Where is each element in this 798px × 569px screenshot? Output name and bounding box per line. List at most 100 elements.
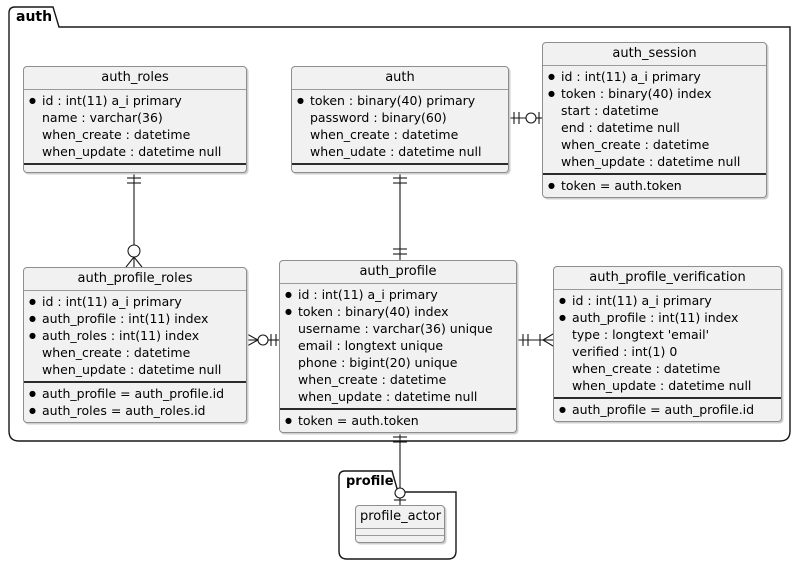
key-bullet-icon: ● bbox=[29, 331, 36, 340]
field-text: id : int(11) a_i primary bbox=[298, 287, 438, 302]
field-row: when_create : datetime bbox=[29, 344, 241, 361]
field-text: token = auth.token bbox=[561, 178, 682, 193]
field-text: token = auth.token bbox=[298, 413, 419, 428]
relationship-auth-auth_profile bbox=[393, 173, 407, 260]
key-bullet-icon: ● bbox=[548, 181, 555, 190]
relationship-auth_profile-auth_profile_verification bbox=[517, 333, 554, 347]
relationship-auth-auth_session bbox=[509, 112, 542, 124]
field-row: when_create : datetime bbox=[285, 371, 511, 388]
key-bullet-icon: ● bbox=[548, 72, 555, 81]
table-constraints: ●auth_profile = auth_profile.id bbox=[554, 397, 781, 421]
table-fields: ●id : int(11) a_i primary●token : binary… bbox=[280, 284, 516, 408]
table-profile_actor: profile_actor bbox=[355, 505, 445, 543]
field-row: when_udate : datetime null bbox=[297, 143, 503, 160]
table-auth_profile_roles: auth_profile_roles ●id : int(11) a_i pri… bbox=[23, 267, 247, 423]
field-text: when_create : datetime bbox=[561, 137, 710, 152]
table-auth_session: auth_session ● id : int(11) a_i primary ● t… bbox=[542, 42, 767, 198]
field-text: auth_profile = auth_profile.id bbox=[42, 386, 225, 401]
field-text: auth_roles = auth_roles.id bbox=[42, 403, 206, 418]
field-row: verified : int(1) 0 bbox=[559, 343, 776, 360]
field-text: auth_profile : int(11) index bbox=[42, 311, 209, 326]
crow-foot-icon bbox=[246, 339, 259, 347]
table-title: profile_actor bbox=[356, 506, 444, 529]
field-text: when_create : datetime bbox=[310, 127, 459, 142]
field-text: when_update : datetime null bbox=[572, 378, 752, 393]
key-bullet-icon: ● bbox=[559, 405, 566, 414]
field-text: email : longtext unique bbox=[298, 338, 444, 353]
field-row: when_create : datetime bbox=[548, 136, 761, 153]
field-text: username : varchar(36) unique bbox=[298, 321, 493, 336]
table-fields: ● id : int(11) a_i primary ● token : binary… bbox=[543, 66, 766, 173]
table-constraints: ● token = auth.token bbox=[280, 408, 516, 432]
field-text: name : varchar(36) bbox=[42, 110, 163, 125]
relationship-auth_profile_roles-auth_profile bbox=[246, 333, 279, 347]
table-fields: ● id : int(11) a_i primary ● auth_profile :… bbox=[24, 291, 246, 381]
relationship-auth_roles-auth_profile_roles bbox=[125, 173, 143, 268]
crow-foot-icon bbox=[133, 256, 143, 268]
field-text: when_update : datetime null bbox=[42, 144, 222, 159]
field-text: end : datetime null bbox=[561, 120, 680, 135]
field-row: when_update : datetime null bbox=[29, 361, 241, 378]
field-text: when_create : datetime bbox=[42, 127, 191, 142]
field-text: token : binary(40) index bbox=[298, 304, 449, 319]
field-row: ● id : int(11) a_i primary bbox=[548, 68, 761, 85]
field-row: when_create : datetime bbox=[29, 126, 241, 143]
table-constraints: ● token = auth.token bbox=[543, 173, 766, 197]
field-text: when_create : datetime bbox=[298, 372, 447, 387]
field-text: phone : bigint(20) unique bbox=[298, 355, 458, 370]
field-text: password : binary(60) bbox=[310, 110, 447, 125]
field-row: email : longtext unique bbox=[285, 337, 511, 354]
key-bullet-icon: ● bbox=[285, 290, 292, 299]
field-row: when_update : datetime null bbox=[285, 388, 511, 405]
field-row: ● auth_profile : int(11) index bbox=[29, 310, 241, 327]
table-title: auth_session bbox=[543, 43, 766, 66]
relationship-auth_profile-profile_actor bbox=[393, 432, 407, 505]
zero-circle-icon bbox=[127, 244, 141, 258]
field-row: when_create : datetime bbox=[559, 360, 776, 377]
auth-frame-label: auth bbox=[16, 9, 53, 25]
field-text: verified : int(1) 0 bbox=[572, 344, 678, 359]
crow-foot-icon bbox=[542, 339, 554, 347]
field-row: ●id : int(11) a_i primary bbox=[29, 92, 241, 109]
field-text: auth_profile : int(11) index bbox=[572, 310, 739, 325]
field-row: ●token : binary(40) primary bbox=[297, 92, 503, 109]
profile-frame-border bbox=[338, 470, 457, 560]
table-title: auth bbox=[292, 67, 508, 90]
field-row: username : varchar(36) unique bbox=[285, 320, 511, 337]
key-bullet-icon: ● bbox=[29, 297, 36, 306]
field-text: when_update : datetime null bbox=[42, 362, 222, 377]
zero-circle-icon bbox=[525, 112, 537, 124]
key-bullet-icon: ● bbox=[285, 416, 292, 425]
field-row: password : binary(60) bbox=[297, 109, 503, 126]
key-bullet-icon: ● bbox=[548, 89, 555, 98]
field-row: ●auth_profile : int(11) index bbox=[559, 309, 776, 326]
key-bullet-icon: ● bbox=[559, 296, 566, 305]
field-text: token : binary(40) index bbox=[561, 86, 712, 101]
field-text: id : int(11) a_i primary bbox=[561, 69, 701, 84]
field-text: id : int(11) a_i primary bbox=[42, 93, 182, 108]
field-row: start : datetime bbox=[548, 102, 761, 119]
field-text: id : int(11) a_i primary bbox=[42, 294, 182, 309]
crow-foot-icon bbox=[542, 333, 554, 341]
field-row: name : varchar(36) bbox=[29, 109, 241, 126]
field-row: when_create : datetime bbox=[297, 126, 503, 143]
table-constraints bbox=[292, 163, 508, 172]
key-bullet-icon: ● bbox=[29, 406, 36, 415]
field-text: start : datetime bbox=[561, 103, 659, 118]
field-row: ●id : int(11) a_i primary bbox=[559, 292, 776, 309]
table-title: auth_profile_verification bbox=[554, 267, 781, 290]
field-row: ●auth_roles : int(11) index bbox=[29, 327, 241, 344]
zero-circle-icon bbox=[257, 334, 269, 346]
field-row: phone : bigint(20) unique bbox=[285, 354, 511, 371]
table-title: auth_profile bbox=[280, 261, 516, 284]
field-row: ● token = auth.token bbox=[548, 177, 761, 194]
table-auth_profile: auth_profile ● id : int(11) a_i primary ● t… bbox=[279, 260, 517, 433]
field-text: when_create : datetime bbox=[572, 361, 721, 376]
field-text: when_update : datetime null bbox=[561, 154, 741, 169]
field-row: ●auth_profile = auth_profile.id bbox=[559, 401, 776, 418]
key-bullet-icon: ● bbox=[29, 314, 36, 323]
